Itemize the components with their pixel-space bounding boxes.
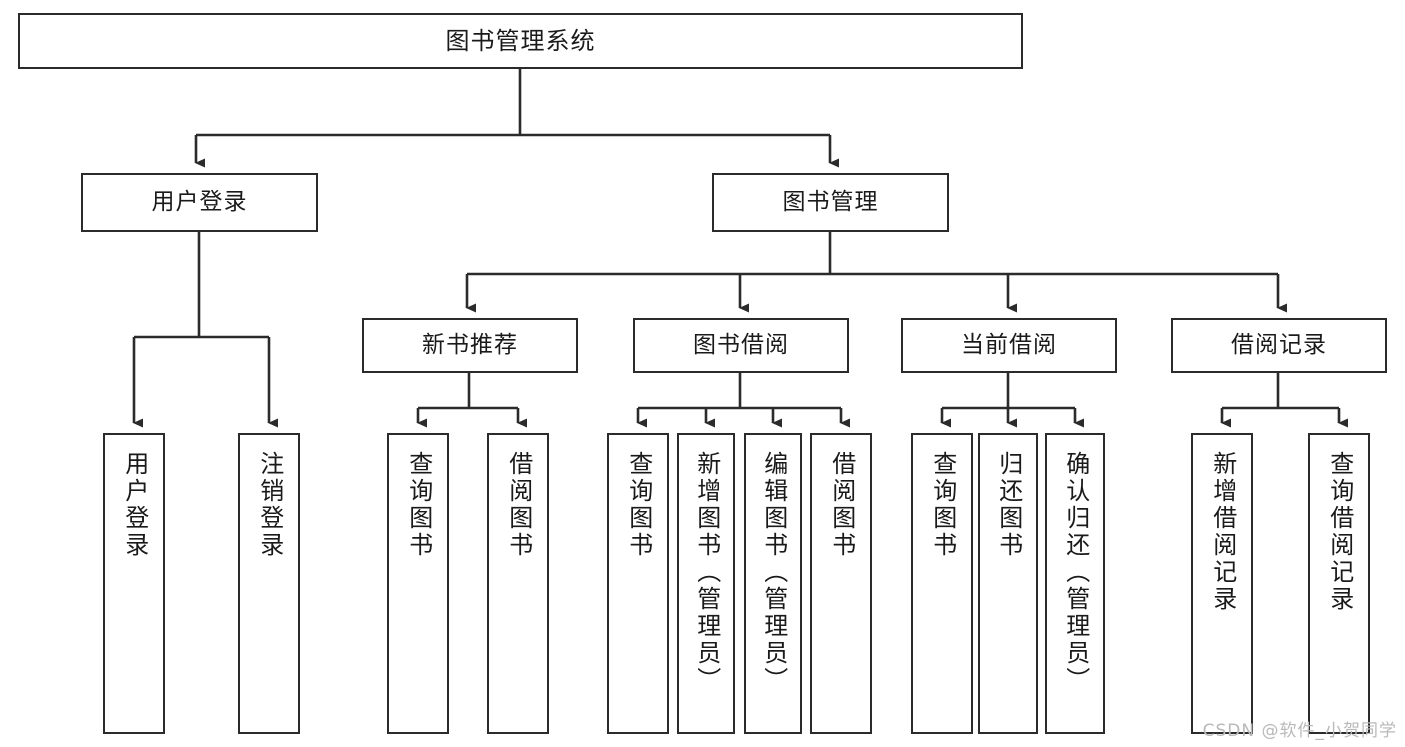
leaf-label: 新增借阅记录	[1208, 451, 1237, 613]
leaf-current-confirm-return[interactable]: 确认归还（管理员）	[1045, 433, 1105, 734]
node-label: 当前借阅	[961, 331, 1057, 358]
node-user-login[interactable]: 用户登录	[81, 173, 318, 232]
node-new-book-recommend[interactable]: 新书推荐	[362, 318, 578, 373]
node-label: 新书推荐	[422, 331, 518, 358]
leaf-current-return-book[interactable]: 归还图书	[978, 433, 1038, 734]
node-book-borrow[interactable]: 图书借阅	[633, 318, 849, 373]
leaf-label: 用户登录	[120, 451, 149, 559]
leaf-newbook-query-book[interactable]: 查询图书	[387, 433, 449, 734]
leaf-label: 查询图书	[928, 451, 957, 559]
node-label: 借阅记录	[1231, 331, 1327, 358]
leaf-record-add-record[interactable]: 新增借阅记录	[1191, 433, 1253, 734]
leaf-label: 编辑图书（管理员）	[759, 451, 788, 694]
leaf-label: 注销登录	[255, 451, 284, 559]
leaf-label: 借阅图书	[827, 451, 856, 559]
node-label: 用户登录	[151, 188, 248, 215]
leaf-label: 查询图书	[624, 451, 653, 559]
node-current-borrow[interactable]: 当前借阅	[901, 318, 1117, 373]
leaf-label: 查询图书	[404, 451, 433, 559]
node-label: 图书管理系统	[445, 26, 596, 55]
node-borrow-record[interactable]: 借阅记录	[1171, 318, 1387, 373]
csdn-watermark: CSDN @软件_小贺同学	[1202, 721, 1397, 741]
leaf-borrow-query-book[interactable]: 查询图书	[607, 433, 669, 734]
leaf-current-query-book[interactable]: 查询图书	[911, 433, 973, 734]
leaf-user-login[interactable]: 用户登录	[103, 433, 165, 734]
leaf-label: 新增图书（管理员）	[692, 451, 721, 694]
leaf-borrow-borrow-book[interactable]: 借阅图书	[810, 433, 872, 734]
node-root-system[interactable]: 图书管理系统	[18, 13, 1023, 69]
leaf-label: 借阅图书	[504, 451, 533, 559]
leaf-label: 确认归还（管理员）	[1061, 451, 1090, 694]
leaf-newbook-borrow-book[interactable]: 借阅图书	[487, 433, 549, 734]
leaf-label: 归还图书	[994, 451, 1023, 559]
node-label: 图书管理	[782, 188, 879, 215]
leaf-label: 查询借阅记录	[1325, 451, 1354, 613]
leaf-record-query-record[interactable]: 查询借阅记录	[1308, 433, 1370, 734]
leaf-borrow-edit-book[interactable]: 编辑图书（管理员）	[744, 433, 802, 734]
leaf-user-logout[interactable]: 注销登录	[238, 433, 300, 734]
node-book-management[interactable]: 图书管理	[712, 173, 949, 232]
leaf-borrow-add-book[interactable]: 新增图书（管理员）	[677, 433, 735, 734]
node-label: 图书借阅	[693, 331, 789, 358]
